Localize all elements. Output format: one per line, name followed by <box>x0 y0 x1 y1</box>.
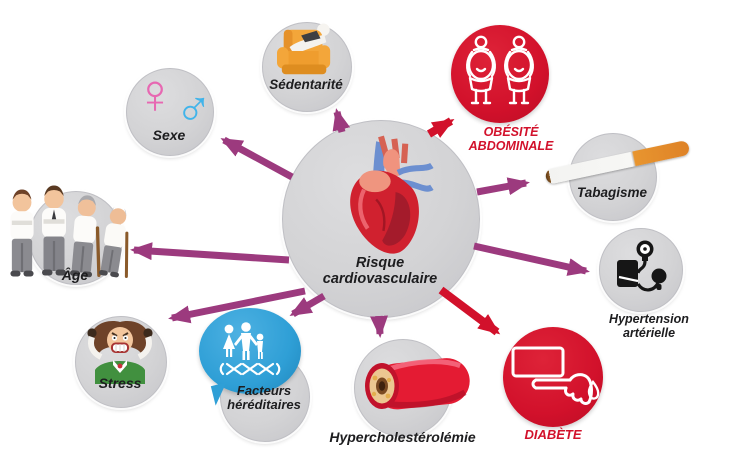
center-label: Risque cardiovasculaire <box>282 255 478 288</box>
speech-bubble <box>199 308 301 394</box>
facteurs-label: Facteurs héréditaires <box>210 383 318 413</box>
arrow-to-facteurs <box>289 292 326 318</box>
stressed-person-icon <box>87 321 153 384</box>
center-label-line2: cardiovasculaire <box>322 270 438 287</box>
diabete-label: DIABÈTE <box>524 427 582 442</box>
glucose-test-hand-icon <box>511 346 600 405</box>
blood-pressure-monitor-icon <box>617 240 667 292</box>
tabagisme-label: Tabagisme <box>576 185 648 200</box>
female-symbol-icon: ♀ <box>134 62 176 125</box>
stress-label: Stress <box>98 375 142 391</box>
family-dna-icon <box>219 322 281 376</box>
aging-men-icon <box>10 185 129 278</box>
obesite-circle <box>451 25 549 123</box>
hypertension-label-line1: Hypertension <box>609 312 689 326</box>
anatomical-heart-icon <box>350 135 434 254</box>
hypertension-label: Hypertension artérielle <box>590 312 708 341</box>
obesite-label-line2: ABDOMINALE <box>468 138 554 153</box>
arrow-to-hypercholesterolemie <box>370 315 388 338</box>
couch-laptop-person-icon <box>277 23 331 75</box>
center-label-line1: Risque <box>355 255 405 271</box>
age-label: Âge <box>61 267 89 283</box>
sedentarite-label: Sédentarité <box>269 77 343 92</box>
arrow-to-sexe <box>220 136 294 181</box>
hypertension-label-line2: artérielle <box>622 325 676 340</box>
facteurs-label-line1: Facteurs <box>236 383 292 398</box>
sexe-label: Sexe <box>152 127 186 143</box>
clogged-artery-icon <box>365 358 470 410</box>
obesite-label-line1: OBÉSITÉ <box>483 125 539 139</box>
male-symbol-icon: ♂ <box>175 79 213 135</box>
obesite-label: OBÉSITÉ ABDOMINALE <box>441 125 581 154</box>
arrow-to-age <box>130 242 290 264</box>
hypercholesterolemie-label: Hypercholestérolémie <box>329 429 476 445</box>
obese-figures-icon <box>466 35 534 105</box>
arrow-to-tabagisme <box>476 177 530 196</box>
sexe-circle <box>126 68 214 156</box>
facteurs-label-line2: héréditaires <box>227 397 301 413</box>
arrow-to-diabete <box>438 286 501 336</box>
arrow-to-hypertension <box>473 242 590 276</box>
